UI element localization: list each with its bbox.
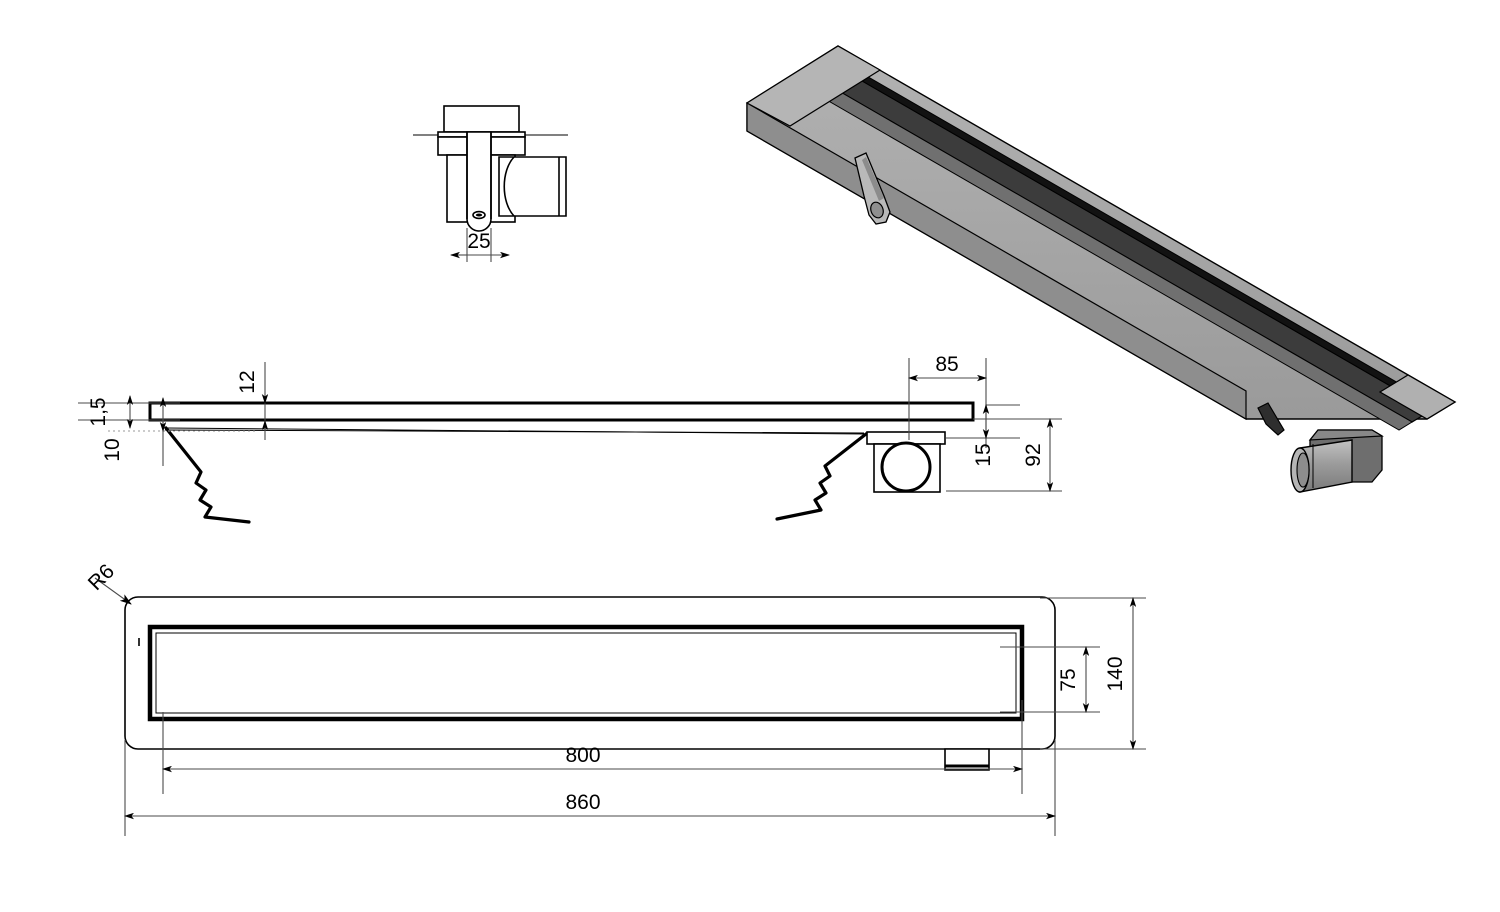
side-drain-pipe-circle bbox=[880, 441, 932, 493]
detail-stem bbox=[466, 131, 492, 232]
iso-mounting-bracket-right bbox=[1257, 402, 1285, 436]
detail-stem-hole bbox=[472, 210, 486, 220]
side-channel-bottom-slope bbox=[165, 427, 867, 435]
side-break-line-right bbox=[775, 432, 868, 521]
dim-label-1_5: 1,5 bbox=[87, 397, 110, 426]
dim-label-800: 800 bbox=[565, 744, 600, 767]
dim-label-15: 15 bbox=[972, 443, 995, 466]
iso-flange-corner-top bbox=[745, 45, 882, 127]
dim-label-12: 12 bbox=[236, 370, 259, 393]
dim-label-85: 85 bbox=[935, 353, 958, 376]
detail-saddle-curve bbox=[503, 156, 515, 217]
outlet-detail-view: 25 bbox=[413, 105, 568, 262]
detail-stem-hole-fill bbox=[475, 213, 483, 217]
dim-label-92: 92 bbox=[1022, 443, 1045, 466]
side-channel-bottom bbox=[164, 429, 865, 434]
side-elevation-view: 1,5 10 12 85 15 bbox=[78, 353, 1062, 524]
iso-bracket-shadow bbox=[862, 157, 884, 201]
plan-r6-leader bbox=[94, 577, 132, 605]
iso-bracket-hole bbox=[870, 201, 884, 219]
dim-label-r6: R6 bbox=[84, 560, 119, 595]
iso-outlet-housing-top bbox=[1308, 429, 1384, 441]
detail-top-plate bbox=[443, 105, 520, 133]
dim-label-860: 860 bbox=[565, 791, 600, 814]
dim-label-25: 25 bbox=[467, 230, 490, 253]
dim-label-140: 140 bbox=[1104, 656, 1127, 691]
iso-outlet-pipe-bore bbox=[1296, 452, 1310, 488]
isometric-3d-view bbox=[745, 45, 1457, 493]
iso-rim-line-upper bbox=[837, 62, 1439, 411]
dim-label-10: 10 bbox=[101, 438, 124, 461]
top-plan-view: R6 75 140 800 860 bbox=[84, 560, 1146, 836]
dim-label-75: 75 bbox=[1057, 668, 1080, 691]
side-flange-plate bbox=[148, 401, 975, 422]
iso-bracket-right-body bbox=[1257, 402, 1285, 436]
plan-channel-frame-inner bbox=[155, 632, 1017, 714]
iso-mounting-bracket bbox=[854, 152, 891, 225]
detail-side-outlet bbox=[498, 156, 567, 217]
side-break-line-left bbox=[164, 426, 251, 524]
iso-flange-corner-right bbox=[1378, 374, 1457, 420]
